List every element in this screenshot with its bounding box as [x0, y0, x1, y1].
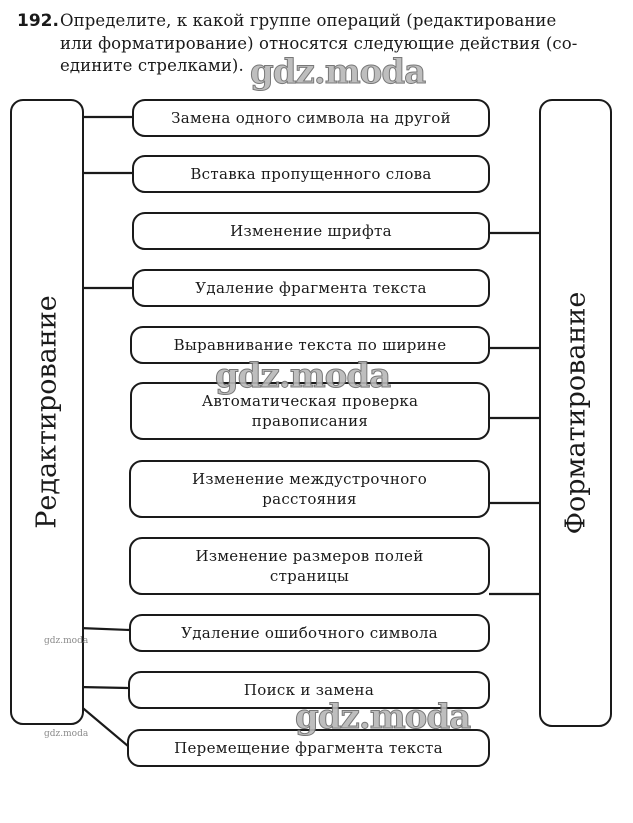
action-item[interactable]: Поиск и замена [128, 671, 490, 709]
action-item[interactable]: Замена одного символа на другой [132, 99, 490, 137]
task-text: Определите, к какой группе операций (ред… [60, 10, 617, 78]
action-item-label: правописания [251, 412, 369, 430]
connector-item-9 [78, 626, 131, 632]
action-item-label: Автоматическая проверка [201, 392, 419, 410]
action-item-label: расстояния [262, 490, 357, 508]
action-item-label: Перемещение фрагмента текста [174, 739, 443, 757]
task-statement: 192. Определите, к какой группе операций… [17, 10, 617, 78]
task-line: едините стрелками). [60, 56, 244, 75]
action-item[interactable]: Выравнивание текста по ширине [130, 326, 490, 364]
watermark: gdz.moda [249, 52, 426, 93]
category-formatting[interactable]: Форматирование [539, 99, 612, 727]
watermark: gdz.moda [214, 356, 391, 397]
category-editing-label: Редактирование [31, 295, 63, 529]
task-line: или форматирование) относятся следующие … [60, 33, 578, 53]
action-item-label: Изменение размеров полей [195, 547, 424, 565]
action-item-label: Удаление ошибочного символа [181, 624, 438, 642]
action-item-label: страницы [269, 567, 350, 585]
category-editing[interactable]: Редактирование [10, 99, 84, 725]
task-line: Определите, к какой группе операций (ред… [60, 11, 557, 30]
action-item[interactable]: Удаление ошибочного символа [129, 614, 490, 652]
action-item-label: Замена одного символа на другой [171, 109, 451, 127]
category-formatting-label: Форматирование [560, 291, 591, 535]
action-item-label: Удаление фрагмента текста [195, 279, 427, 297]
action-item[interactable]: Изменение шрифта [132, 212, 490, 250]
action-item-label: Выравнивание текста по ширине [173, 336, 447, 354]
task-number: 192. [17, 11, 59, 31]
watermark-small: gdz.moda [44, 636, 89, 646]
watermark: gdz.moda [294, 697, 471, 738]
connector-item-10 [78, 685, 130, 690]
action-item[interactable]: Изменение размеров полей страницы [129, 537, 490, 595]
action-item-label: Вставка пропущенного слова [190, 165, 432, 183]
action-item[interactable]: Вставка пропущенного слова [132, 155, 490, 193]
watermark-small: gdz.moda [44, 729, 89, 739]
action-item[interactable]: Удаление фрагмента текста [132, 269, 490, 307]
action-item-label: Поиск и замена [243, 681, 375, 699]
action-item[interactable]: Автоматическая проверка правописания [130, 382, 490, 440]
action-item[interactable]: Изменение междустрочного расстояния [129, 460, 490, 518]
action-item-label: Изменение шрифта [230, 222, 392, 240]
action-item-label: Изменение междустрочного [191, 470, 428, 488]
connector-item-11 [77, 703, 129, 747]
action-item[interactable]: Перемещение фрагмента текста [127, 729, 490, 767]
